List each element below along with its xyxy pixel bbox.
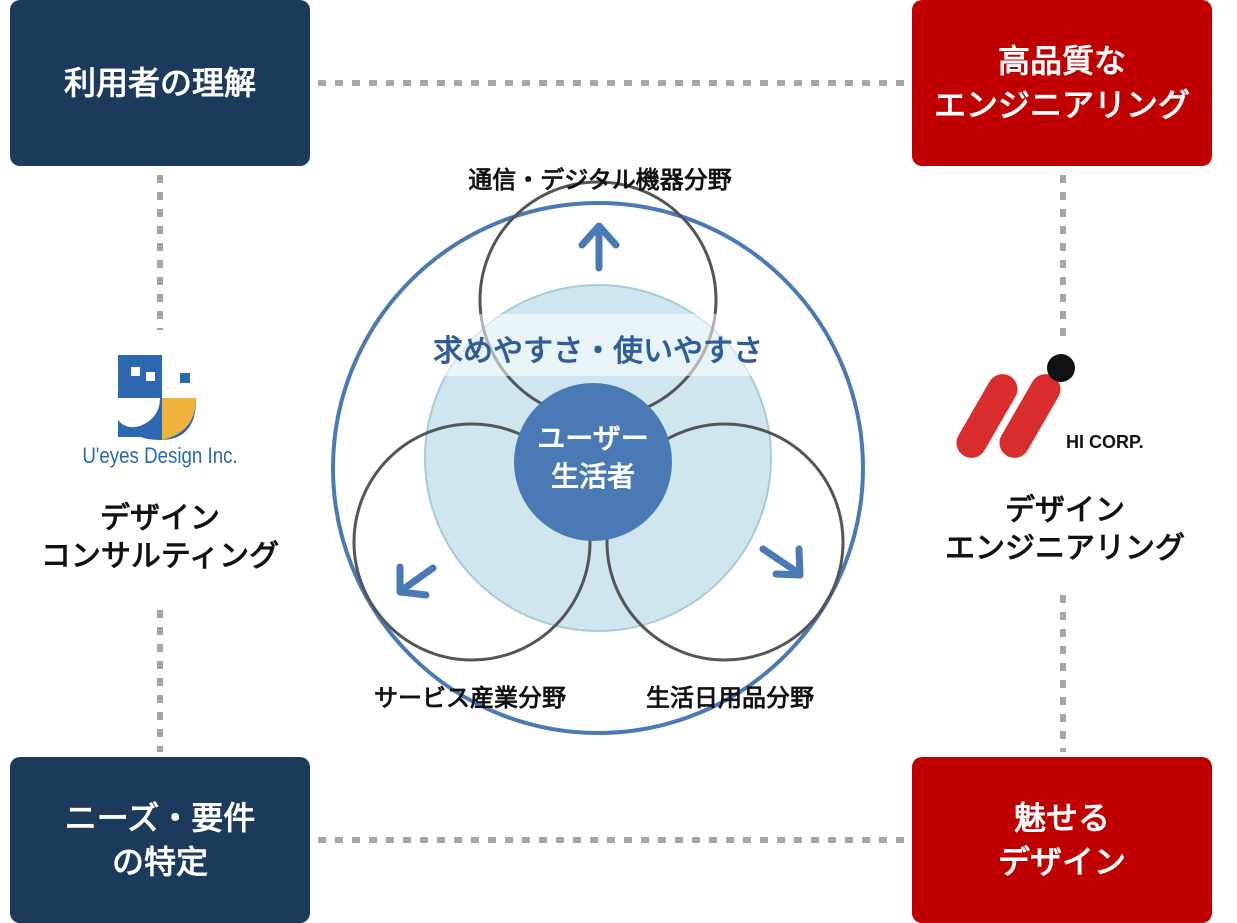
- label-band: [428, 314, 768, 376]
- ueyes-logo-icon: [118, 355, 196, 440]
- hi-corp-logo-text: HI CORP.: [1066, 432, 1144, 452]
- arrow-up-icon: [578, 222, 620, 272]
- core-label-line1: ユーザー: [537, 422, 649, 455]
- field-label-bottom-left: サービス産業分野: [374, 684, 566, 712]
- box-quality-engineering-line2: エンジニアリング: [933, 86, 1190, 124]
- field-circle-bottom-left: [352, 422, 592, 662]
- left-role-line2: コンサルティング: [40, 539, 280, 574]
- hi-corp-logo-icon: [956, 354, 1075, 458]
- box-user-understanding: 利用者の理解: [10, 0, 310, 166]
- right-role-line1: デザイン: [1005, 493, 1125, 528]
- arrow-down-left-icon: [396, 563, 437, 599]
- box-user-understanding-line1: 利用者の理解: [63, 64, 256, 102]
- box-attractive-design-line2: デザイン: [997, 843, 1126, 881]
- box-quality-engineering: 高品質な エンジニアリング: [912, 0, 1212, 166]
- box-attractive-design-line1: 魅せる: [1013, 799, 1110, 837]
- left-role-line1: デザイン: [100, 501, 220, 536]
- right-role-line2: エンジニアリング: [945, 531, 1185, 566]
- field-circle-bottom-right: [605, 422, 845, 662]
- box-quality-engineering-line1: 高品質な: [997, 42, 1126, 80]
- arrow-down-right-icon: [759, 545, 804, 579]
- core-label-line2: 生活者: [550, 460, 635, 493]
- box-needs-requirements-line1: ニーズ・要件: [64, 799, 256, 837]
- box-attractive-design: 魅せる デザイン: [912, 757, 1212, 923]
- box-needs-requirements-line2: の特定: [111, 843, 208, 881]
- field-label-bottom-right: 生活日用品分野: [646, 684, 814, 712]
- core-circle: [514, 383, 672, 541]
- field-label-top: 通信・デジタル機器分野: [468, 166, 732, 194]
- band-label: 求めやすさ・使いやすさ: [433, 334, 763, 369]
- box-needs-requirements: ニーズ・要件 の特定: [10, 757, 310, 923]
- ueyes-logo-text: U'eyes Design Inc.: [82, 443, 238, 468]
